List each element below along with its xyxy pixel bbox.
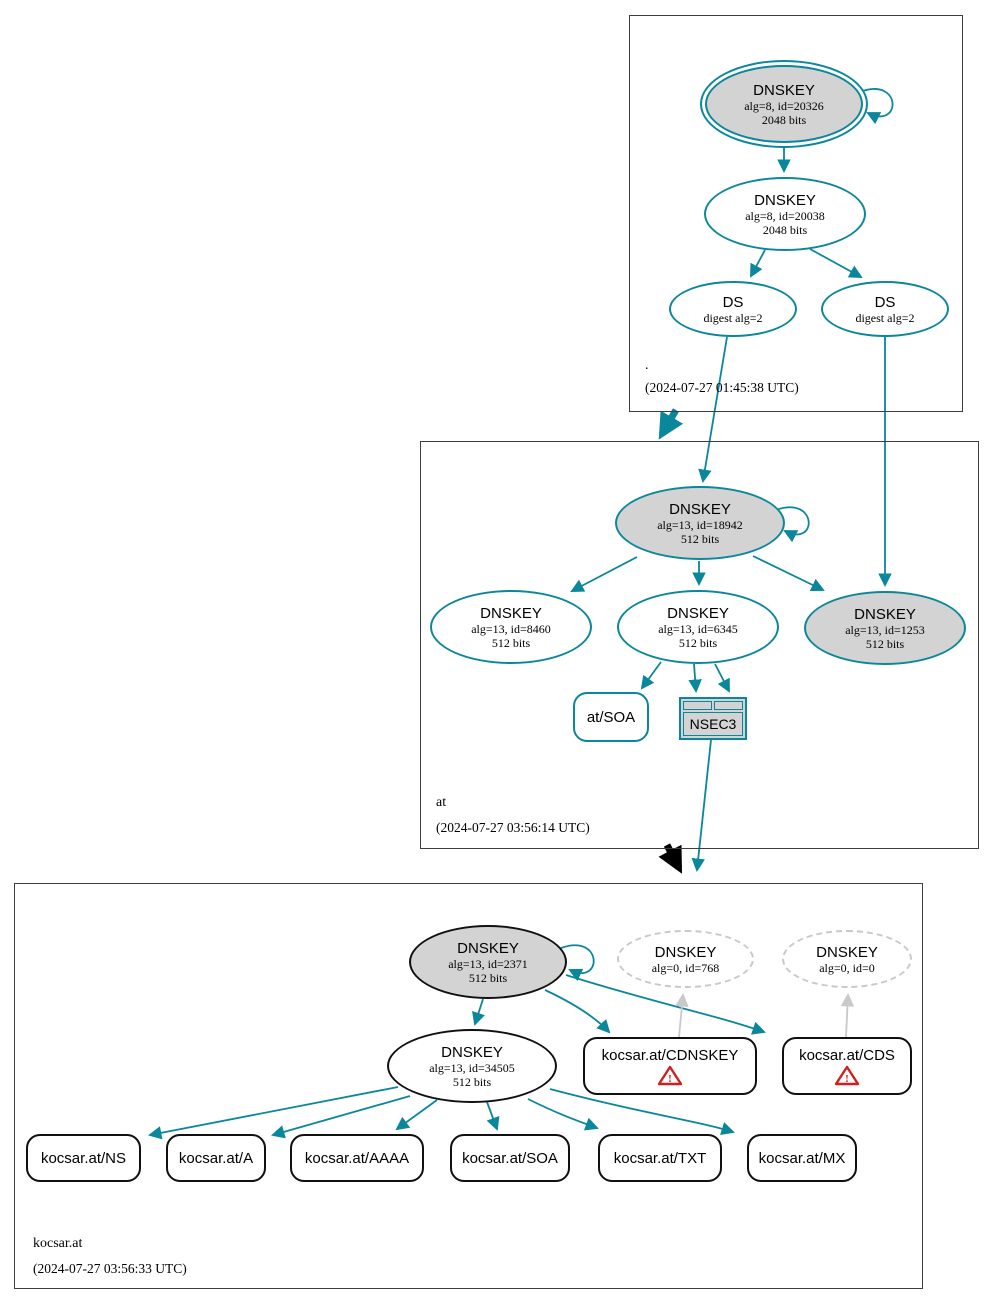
node-bits: 2048 bits: [761, 112, 807, 127]
node-detail: alg=0, id=0: [819, 960, 875, 975]
zone-name-kocsar-at: kocsar.at: [33, 1236, 83, 1251]
nsec3-label: NSEC3: [683, 712, 743, 736]
zone-timestamp-at: (2024-07-27 03:56:14 UTC): [436, 820, 590, 835]
rrset-label: kocsar.at/SOA: [462, 1149, 558, 1167]
node-title: DNSKEY: [669, 500, 731, 518]
dnskey-at-6345[interactable]: DNSKEY alg=13, id=6345 512 bits: [617, 590, 779, 664]
rrset-kocsar-soa[interactable]: kocsar.at/SOA: [450, 1134, 570, 1182]
svg-text:!: !: [668, 1073, 672, 1085]
node-detail: alg=13, id=8460: [471, 621, 551, 636]
node-detail: alg=13, id=1253: [845, 622, 925, 637]
node-bits: 512 bits: [678, 635, 718, 650]
node-bits: 2048 bits: [762, 222, 808, 237]
rrset-kocsar-txt[interactable]: kocsar.at/TXT: [598, 1134, 722, 1182]
node-detail: alg=8, id=20038: [745, 208, 825, 223]
dnskey-root-ksk-20326[interactable]: DNSKEY alg=8, id=20326 2048 bits: [700, 60, 868, 148]
node-title: DNSKEY: [754, 191, 816, 209]
node-title: DNSKEY: [457, 939, 519, 957]
rrset-kocsar-aaaa[interactable]: kocsar.at/AAAA: [290, 1134, 424, 1182]
node-title: DNSKEY: [753, 81, 815, 99]
rrset-label: kocsar.at/CDS: [799, 1046, 895, 1064]
warning-icon: !: [657, 1065, 683, 1085]
node-detail: alg=13, id=6345: [658, 621, 738, 636]
node-title: DNSKEY: [654, 943, 717, 961]
zone-box-at: [420, 441, 979, 849]
nsec3-cells: [683, 701, 743, 710]
node-bits: 512 bits: [468, 970, 508, 985]
zone-timestamp-kocsar-at: (2024-07-27 03:56:33 UTC): [33, 1261, 187, 1276]
node-title: DNSKEY: [667, 604, 729, 622]
svg-text:!: !: [845, 1073, 849, 1085]
nsec3-cell-right: [714, 701, 743, 710]
node-title: DNSKEY: [854, 605, 916, 623]
dnskey-at-1253[interactable]: DNSKEY alg=13, id=1253 512 bits: [804, 591, 966, 665]
rrset-label: kocsar.at/A: [178, 1149, 254, 1167]
node-title: DS: [722, 293, 744, 311]
node-bits: 512 bits: [865, 636, 905, 651]
zone-box-kocsar-at: [14, 883, 923, 1289]
dnskey-at-8460[interactable]: DNSKEY alg=13, id=8460 512 bits: [430, 590, 592, 664]
dnskey-ghost-768[interactable]: DNSKEY alg=0, id=768: [617, 930, 754, 988]
dnskey-ghost-0[interactable]: DNSKEY alg=0, id=0: [782, 930, 912, 988]
node-bits: 512 bits: [680, 531, 720, 546]
rrset-kocsar-cdnskey[interactable]: kocsar.at/CDNSKEY !: [583, 1037, 757, 1095]
node-detail: digest alg=2: [703, 310, 763, 325]
rrset-kocsar-a[interactable]: kocsar.at/A: [166, 1134, 266, 1182]
delegation-root-to-at-secure: [658, 408, 684, 440]
node-detail: alg=8, id=20326: [744, 98, 824, 113]
ds-root-right[interactable]: DS digest alg=2: [821, 281, 949, 337]
node-detail: digest alg=2: [855, 310, 915, 325]
nsec3-cell-left: [683, 701, 712, 710]
node-detail: alg=0, id=768: [651, 960, 720, 975]
rrset-label: kocsar.at/TXT: [613, 1149, 707, 1167]
dnskey-at-ksk-18942[interactable]: DNSKEY alg=13, id=18942 512 bits: [615, 486, 785, 560]
rrset-at-soa[interactable]: at/SOA: [573, 692, 649, 742]
rrset-label: kocsar.at/AAAA: [304, 1149, 410, 1167]
zone-name-root: .: [645, 358, 649, 373]
rrset-kocsar-ns[interactable]: kocsar.at/NS: [26, 1134, 141, 1182]
dnskey-root-ksk-20326-inner: DNSKEY alg=8, id=20326 2048 bits: [705, 65, 863, 143]
zone-box-root: [629, 15, 963, 412]
rrset-kocsar-cds[interactable]: kocsar.at/CDS !: [782, 1037, 912, 1095]
node-title: DNSKEY: [480, 604, 542, 622]
dnskey-root-zsk-20038[interactable]: DNSKEY alg=8, id=20038 2048 bits: [704, 177, 866, 251]
node-detail: alg=13, id=2371: [448, 956, 528, 971]
rrset-label: at/SOA: [586, 708, 636, 726]
rrset-kocsar-mx[interactable]: kocsar.at/MX: [747, 1134, 857, 1182]
node-detail: alg=13, id=18942: [657, 517, 743, 532]
rrset-label: kocsar.at/CDNSKEY: [601, 1046, 739, 1064]
node-bits: 512 bits: [452, 1074, 492, 1089]
node-title: DS: [874, 293, 896, 311]
zone-name-at: at: [436, 795, 447, 810]
node-title: DNSKEY: [441, 1043, 503, 1061]
node-detail: alg=13, id=34505: [429, 1060, 515, 1075]
dnskey-kocsar-zsk-34505[interactable]: DNSKEY alg=13, id=34505 512 bits: [387, 1029, 557, 1103]
rrset-label: kocsar.at/NS: [40, 1149, 127, 1167]
nsec3-node[interactable]: NSEC3: [679, 697, 747, 740]
warning-icon: !: [834, 1065, 860, 1085]
node-title: DNSKEY: [816, 943, 878, 961]
zone-timestamp-root: (2024-07-27 01:45:38 UTC): [645, 380, 799, 395]
node-bits: 512 bits: [491, 635, 531, 650]
rrset-label: kocsar.at/MX: [758, 1149, 846, 1167]
dnskey-kocsar-ksk-2371[interactable]: DNSKEY alg=13, id=2371 512 bits: [409, 925, 567, 999]
ds-root-left[interactable]: DS digest alg=2: [669, 281, 797, 337]
